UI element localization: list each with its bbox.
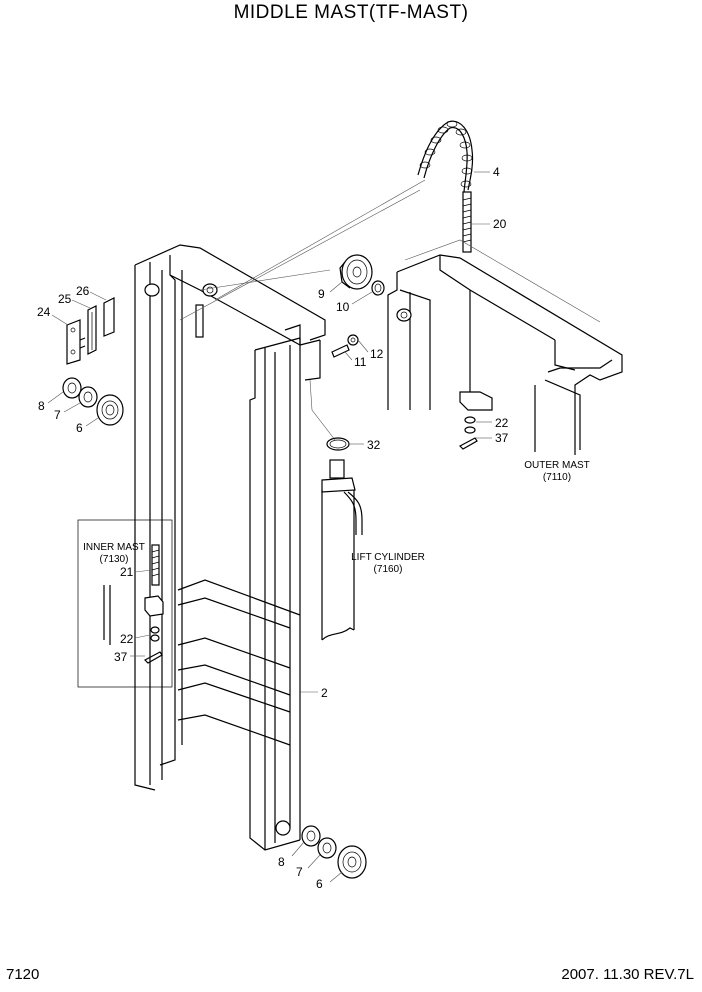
shim-plates-icon — [66, 297, 115, 365]
chain-anchor-bolt-icon — [462, 191, 472, 253]
callout-9: 9 — [318, 287, 325, 301]
captions: OUTER MAST (7110) LIFT CYLINDER (7160) I… — [83, 460, 590, 575]
bolt-nut-icon — [331, 334, 359, 358]
callout-20: 20 — [493, 217, 507, 231]
callouts: 4 20 9 10 26 25 24 12 11 8 7 6 22 37 32 … — [37, 165, 509, 891]
inner-mast-caption: INNER MAST — [83, 542, 145, 553]
callout-6-lower: 6 — [316, 877, 323, 891]
bearing-lower-icon — [301, 825, 367, 879]
sheave-icon — [339, 254, 385, 296]
callout-25: 25 — [58, 292, 72, 306]
callout-37-inner: 37 — [114, 650, 128, 664]
callout-11: 11 — [354, 355, 367, 369]
leader-lines — [47, 171, 492, 883]
outer-mast-caption: OUTER MAST — [524, 460, 590, 471]
callout-8-upper: 8 — [38, 399, 45, 413]
callout-37-outer: 37 — [495, 431, 509, 445]
lift-cylinder-code: (7160) — [374, 564, 403, 575]
callout-4: 4 — [493, 165, 500, 179]
page-code: 7120 — [6, 966, 40, 983]
chain-icon — [417, 120, 474, 193]
bearing-upper-icon — [62, 377, 124, 426]
callout-21: 21 — [120, 565, 134, 579]
lift-cylinder-icon — [321, 437, 363, 641]
middle-mast-icon — [134, 179, 426, 851]
callout-12: 12 — [370, 347, 384, 361]
callout-7-upper: 7 — [54, 408, 61, 422]
callout-8-lower: 8 — [278, 855, 285, 869]
callout-6-upper: 6 — [76, 421, 83, 435]
pin-washer-icon — [459, 416, 478, 450]
inner-mast-inset — [77, 519, 173, 688]
callout-32: 32 — [367, 438, 381, 452]
callout-10: 10 — [336, 300, 350, 314]
callout-7-lower: 7 — [296, 865, 303, 879]
callout-26: 26 — [76, 284, 90, 298]
callout-2: 2 — [321, 686, 328, 700]
callout-22-outer: 22 — [495, 416, 509, 430]
inner-mast-code: (7130) — [100, 554, 129, 565]
callout-22-inner: 22 — [120, 632, 134, 646]
callout-24: 24 — [37, 305, 51, 319]
outer-mast-icon — [387, 239, 623, 455]
revision-date: 2007. 11.30 REV.7L — [561, 966, 694, 983]
lift-cylinder-caption: LIFT CYLINDER — [351, 552, 425, 563]
page-title: MIDDLE MAST(TF-MAST) — [233, 2, 469, 23]
outer-mast-code: (7110) — [543, 472, 571, 483]
